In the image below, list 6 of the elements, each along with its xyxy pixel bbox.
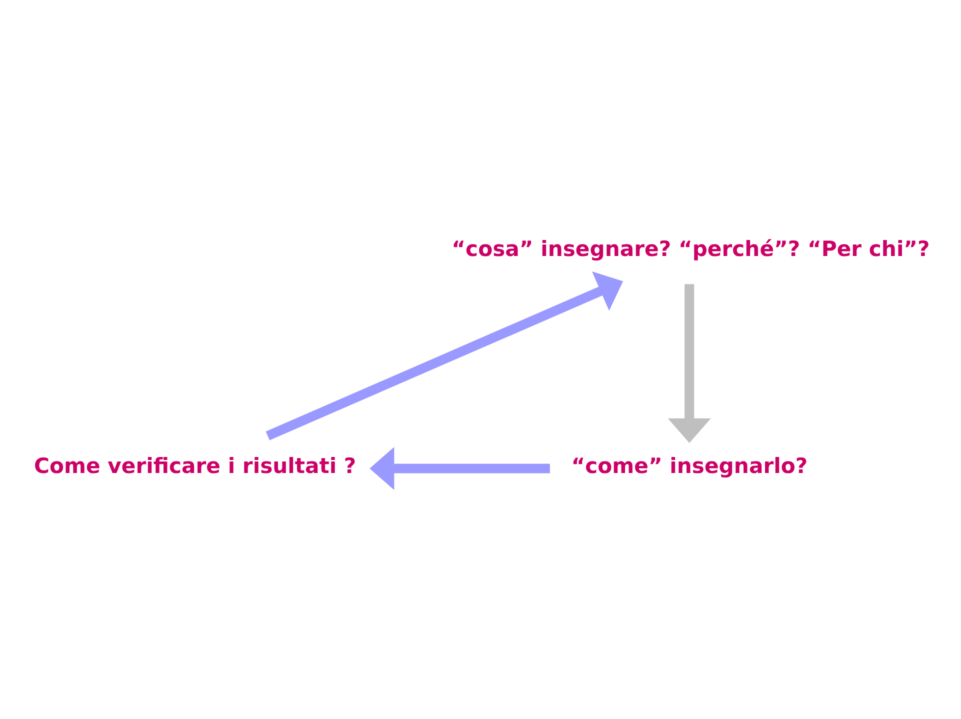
node-text: “come” insegnarlo? xyxy=(571,452,808,478)
arrow xyxy=(668,284,711,442)
arrow xyxy=(266,270,624,440)
node-text: Come verificare i risultati ? xyxy=(34,452,356,478)
arrow xyxy=(370,446,550,490)
node-text: “cosa” insegnare? “perché”? “Per chi”? xyxy=(452,235,930,260)
